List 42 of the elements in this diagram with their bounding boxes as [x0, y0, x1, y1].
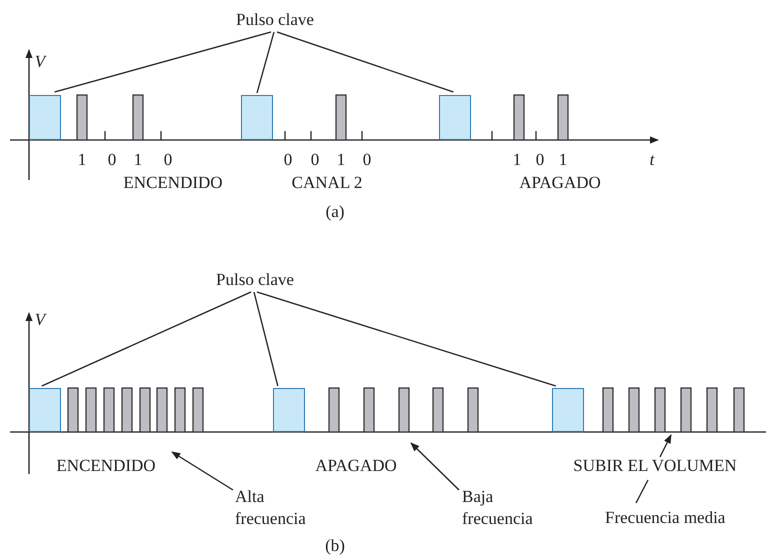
- arrow: [171, 451, 234, 491]
- bit-value: 1: [558, 150, 568, 170]
- callout-label: Pulso clave: [216, 270, 294, 290]
- command-label: ENCENDIDO: [56, 456, 156, 476]
- bit-value: 1: [512, 150, 522, 170]
- leader-line: [54, 31, 272, 93]
- arrow: [635, 434, 672, 504]
- key-pulse: [439, 95, 471, 140]
- axis-label: V: [34, 52, 46, 72]
- figure-caption: (b): [325, 536, 345, 556]
- command-label: SUBIR EL VOLUMEN: [573, 456, 737, 476]
- key-pulse: [29, 95, 61, 140]
- axis-label: V: [34, 310, 46, 330]
- bit-value: 1: [78, 150, 86, 170]
- bit-value: 0: [362, 150, 372, 170]
- key-pulse: [273, 388, 305, 432]
- command-label: ENCENDIDO: [123, 173, 223, 193]
- bit-value: 0: [536, 150, 544, 170]
- key-pulse: [29, 388, 61, 432]
- bit-value: 0: [164, 150, 172, 170]
- leader-line: [256, 291, 556, 387]
- axis-label: t: [650, 150, 654, 170]
- leader-line: [42, 291, 252, 387]
- leader-line: [256, 32, 275, 94]
- leader-line: [253, 292, 278, 386]
- command-label: APAGADO: [519, 173, 601, 193]
- callout-label: Baja frecuencia: [462, 486, 562, 530]
- leader-line: [276, 31, 454, 93]
- command-label: CANAL 2: [292, 173, 362, 193]
- bit-value: 0: [108, 150, 116, 170]
- callout-label: Pulso clave: [236, 10, 314, 30]
- callout-label: Frecuencia media: [605, 508, 726, 528]
- bit-value: 1: [336, 150, 346, 170]
- callout-label: Alta frecuencia: [235, 486, 335, 530]
- bit-value: 0: [284, 150, 292, 170]
- bit-value: 0: [310, 150, 320, 170]
- command-label: APAGADO: [315, 456, 397, 476]
- key-pulse: [241, 95, 273, 140]
- arrow: [410, 442, 460, 490]
- key-pulse: [552, 388, 584, 432]
- figure-caption: (a): [326, 202, 344, 222]
- bit-value: 1: [134, 150, 142, 170]
